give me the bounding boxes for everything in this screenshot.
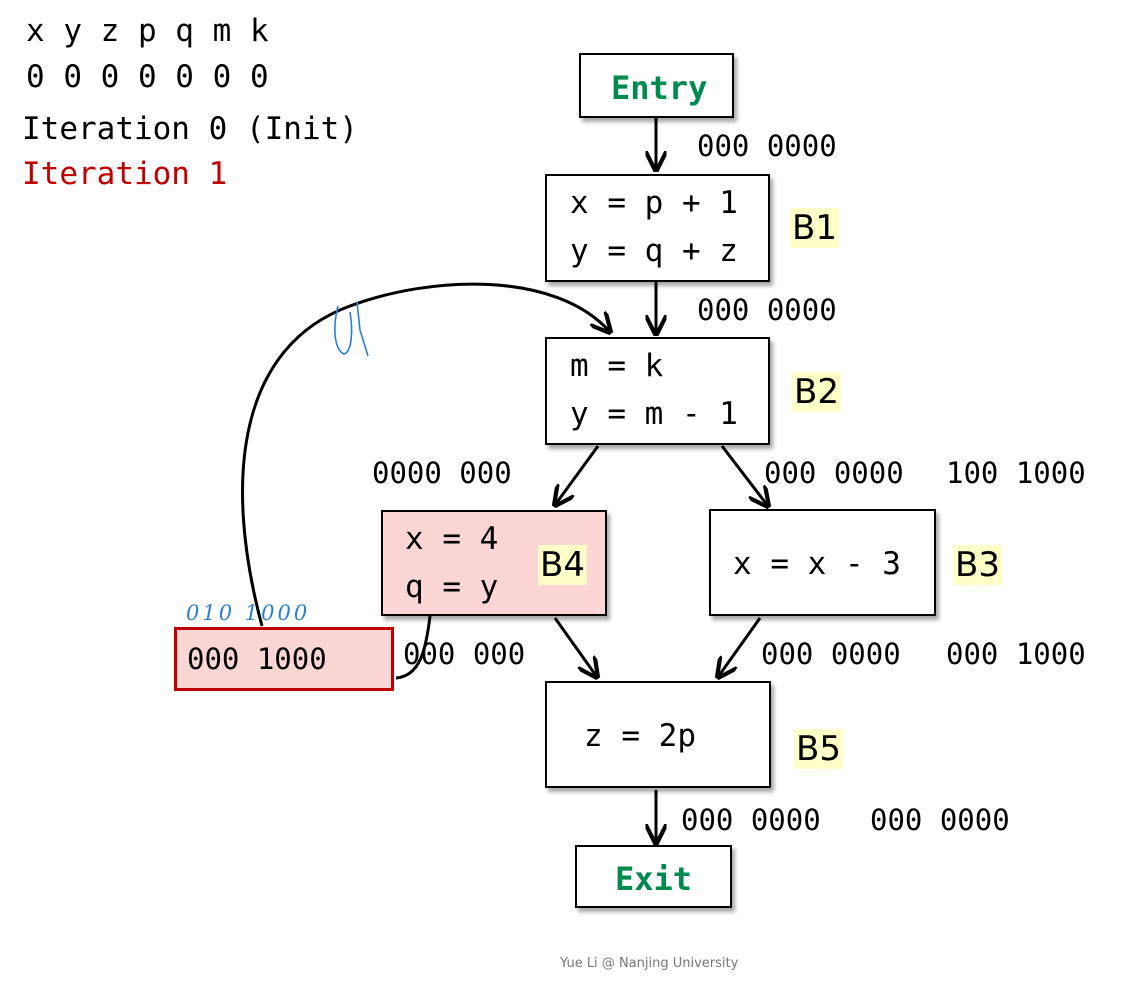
edge-b4-out xyxy=(395,615,432,680)
edge-label-b2-b3: 000 0000 xyxy=(764,456,904,490)
edge-b2-b4 xyxy=(555,445,600,505)
b4-line2: q = y xyxy=(405,569,499,605)
edge-label-b3-b5: 000 0000 xyxy=(761,637,901,671)
edge-label-b1-b2: 000 0000 xyxy=(697,293,837,327)
edge-b2-b3 xyxy=(720,445,768,506)
b4-line1: x = 4 xyxy=(405,521,499,557)
iteration-1-label: Iteration 1 xyxy=(22,156,228,192)
edge-label-b3-b5-new: 000 1000 xyxy=(946,637,1086,671)
edge-label-b4-b5: 000 000 xyxy=(403,637,526,671)
edge-label-b2-b4: 0000 000 xyxy=(372,456,512,490)
exit-label: Exit xyxy=(615,860,693,898)
edge-b3-b5 xyxy=(718,617,762,677)
b1-line1: x = p + 1 xyxy=(570,185,738,221)
back-edge-b4-b2 xyxy=(241,282,610,627)
b5-line1: z = 2p xyxy=(584,718,696,754)
block-b5: z = 2p xyxy=(545,681,771,788)
initial-bits: 0 0 0 0 0 0 0 xyxy=(26,59,269,95)
b4-out-set-box: 000 1000 xyxy=(174,627,394,691)
b5-label: B5 xyxy=(794,729,843,769)
b2-line2: y = m - 1 xyxy=(570,396,738,432)
edge-label-b2-b3-new: 100 1000 xyxy=(946,456,1086,490)
edge-b4-b5 xyxy=(553,617,597,677)
exit-node: Exit xyxy=(575,845,732,908)
block-b1: x = p + 1 y = q + z xyxy=(545,174,770,282)
edge-label-b5-exit-new: 000 0000 xyxy=(870,803,1010,837)
entry-label: Entry xyxy=(611,69,708,107)
b4-label: B4 xyxy=(538,545,587,585)
block-b3: x = x - 3 xyxy=(709,509,936,616)
iteration-0-label: Iteration 0 (Init) xyxy=(22,111,358,147)
b4-out-bits: 000 1000 xyxy=(187,642,327,676)
footer-credit: Yue Li @ Nanjing University xyxy=(560,956,739,971)
handwritten-bits: 010 1000 xyxy=(186,601,311,625)
b2-label: B2 xyxy=(792,372,841,412)
b1-line2: y = q + z xyxy=(570,233,738,269)
handwritten-u-mark xyxy=(334,301,369,357)
block-b2: m = k y = m - 1 xyxy=(545,337,770,445)
b1-label: B1 xyxy=(790,208,839,248)
b3-line1: x = x - 3 xyxy=(733,546,901,582)
variables-header: x y z p q m k xyxy=(26,13,269,49)
entry-node: Entry xyxy=(579,53,734,118)
b2-line1: m = k xyxy=(570,348,664,384)
edge-label-b5-exit: 000 0000 xyxy=(681,803,821,837)
b3-label: B3 xyxy=(953,545,1002,585)
edge-label-entry-b1: 000 0000 xyxy=(697,129,837,163)
